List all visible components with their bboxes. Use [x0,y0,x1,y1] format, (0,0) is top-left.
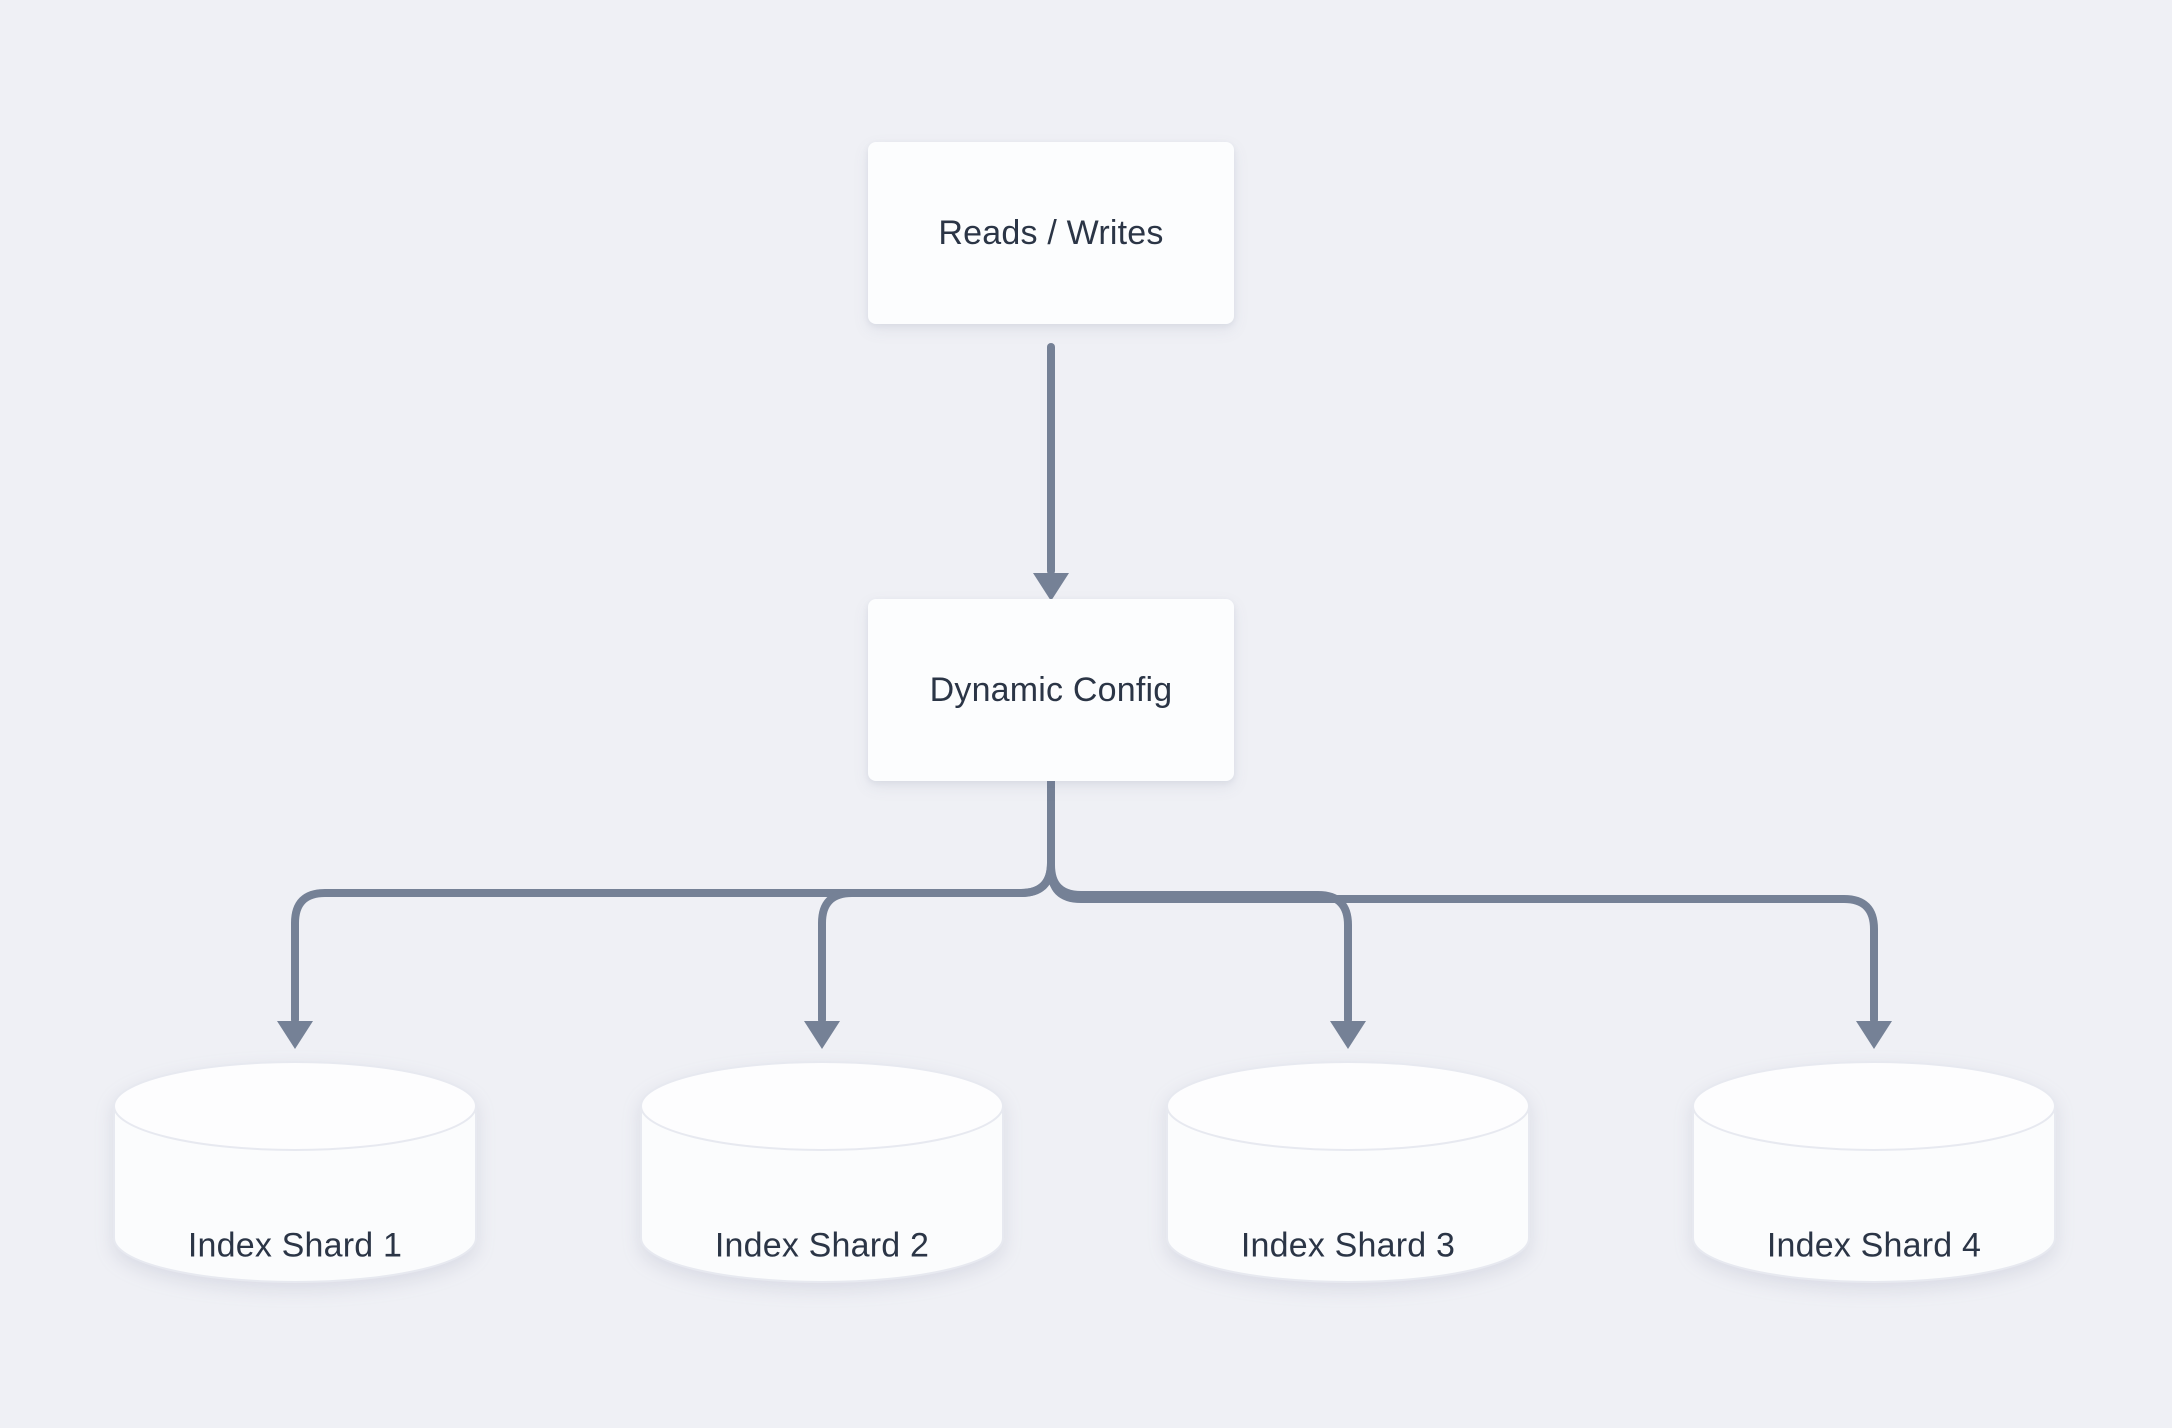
edge-dynamic-config-to-index-shard-4 [1047,777,1892,1049]
arrowhead-icon [1330,1021,1366,1049]
arrowhead-icon [1033,573,1069,601]
node-reads-writes-label: Reads / Writes [938,213,1164,252]
database-cylinder-icon [113,1061,477,1283]
node-index-shard-4: Index Shard 4 [1691,1060,2057,1284]
node-index-shard-3: Index Shard 3 [1165,1060,1531,1284]
arrowhead-icon [1856,1021,1892,1049]
edge-dynamic-config-to-index-shard-1 [277,777,1055,1049]
database-cylinder-icon [640,1061,1004,1283]
node-reads-writes: Reads / Writes [868,142,1234,324]
node-index-shard-2-label: Index Shard 2 [714,1226,930,1265]
arrowhead-icon [277,1021,313,1049]
database-cylinder-icon [1166,1061,1530,1283]
edge-dynamic-config-to-index-shard-3 [1047,777,1366,1049]
node-index-shard-1: Index Shard 1 [112,1060,478,1284]
node-index-shard-2: Index Shard 2 [639,1060,1005,1284]
edge-dynamic-config-to-index-shard-2 [804,777,1055,1049]
database-cylinder-icon [1692,1061,2056,1283]
arrowhead-icon [804,1021,840,1049]
node-dynamic-config-label: Dynamic Config [929,670,1173,709]
node-index-shard-4-label: Index Shard 4 [1766,1226,1982,1265]
node-index-shard-1-label: Index Shard 1 [187,1226,403,1265]
edge-reads-writes-to-dynamic-config [1033,343,1069,601]
node-index-shard-3-label: Index Shard 3 [1240,1226,1456,1265]
node-dynamic-config: Dynamic Config [868,599,1234,781]
